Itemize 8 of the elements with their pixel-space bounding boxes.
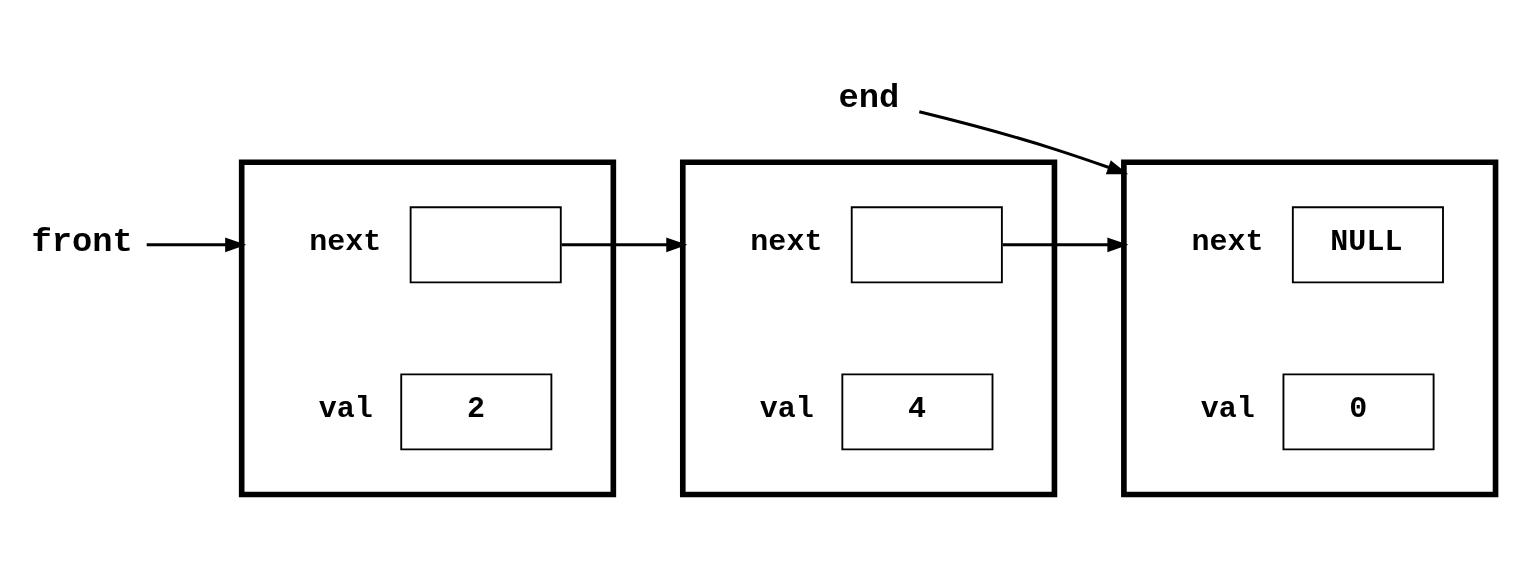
node-label: next xyxy=(750,225,823,260)
node-label: next xyxy=(1191,225,1264,260)
node-label: val xyxy=(318,392,373,427)
node-label: val xyxy=(1200,392,1255,427)
node-label: next xyxy=(309,225,382,260)
node-text: front xyxy=(31,223,133,262)
node-text: end xyxy=(838,78,900,117)
node-label: val xyxy=(759,392,814,427)
